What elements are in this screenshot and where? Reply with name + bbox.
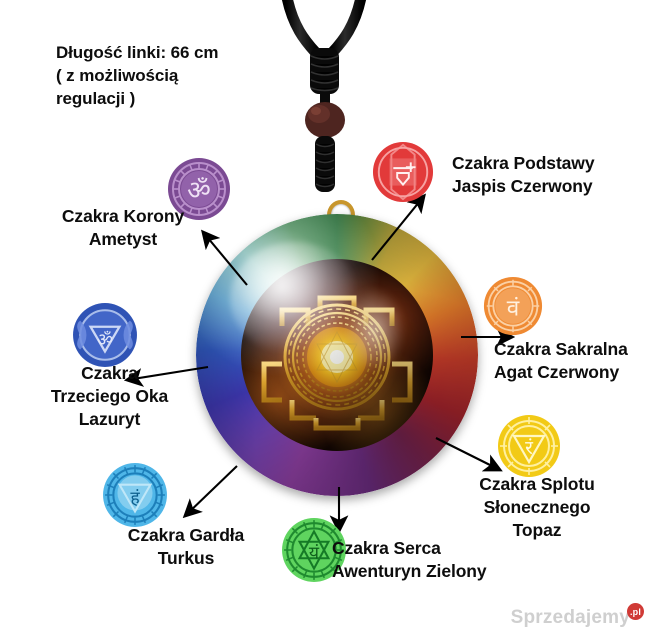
label-third-eye-chakra: Czakra Trzeciego Oka Lazuryt [50,363,169,429]
label-heart-chakra: Czakra Serca Awenturyn Zielony [332,538,487,581]
badge-throat-symbol: हं [130,488,140,508]
pendant-highlight-secondary [342,287,405,372]
badge-sacral-symbol: वं [507,295,520,321]
necklace-cord [282,0,366,192]
watermark-text: Sprzedajemy [510,607,630,628]
pendant-highlight [229,242,360,355]
badge-third-eye-chakra[interactable]: ॐ [72,302,138,368]
badge-solar-plexus-chakra[interactable]: रं [497,414,561,478]
chakra-pendant [196,214,478,496]
badge-sacral-chakra[interactable]: वं [483,276,543,336]
badge-root-chakra[interactable] [372,141,434,203]
badge-throat-chakra[interactable]: हं [102,462,168,528]
label-solar-plexus-chakra: Czakra Splotu Słonecznego Topaz [479,474,595,540]
badge-crown-symbol: ॐ [187,176,211,206]
badge-heart-chakra[interactable]: यं [281,517,347,583]
label-crown-chakra: Czakra Korony Ametyst [61,206,185,249]
watermark-badge: .pl [627,603,644,620]
badge-crown-chakra[interactable]: ॐ [167,157,231,221]
badge-third-eye-symbol: ॐ [97,330,113,350]
label-throat-chakra: Czakra Gardła Turkus [127,525,245,568]
badge-solar-plexus-symbol: रं [525,437,534,459]
badge-heart-symbol: यं [309,543,320,563]
watermark: Sprzedajemy .pl [510,603,644,629]
label-sacral-chakra: Czakra Sakralna Agat Czerwony [494,339,628,382]
cord-length-note: Długość linki: 66 cm ( z możliwością reg… [56,43,219,108]
label-root-chakra: Czakra Podstawy Jaspis Czerwony [452,153,595,196]
